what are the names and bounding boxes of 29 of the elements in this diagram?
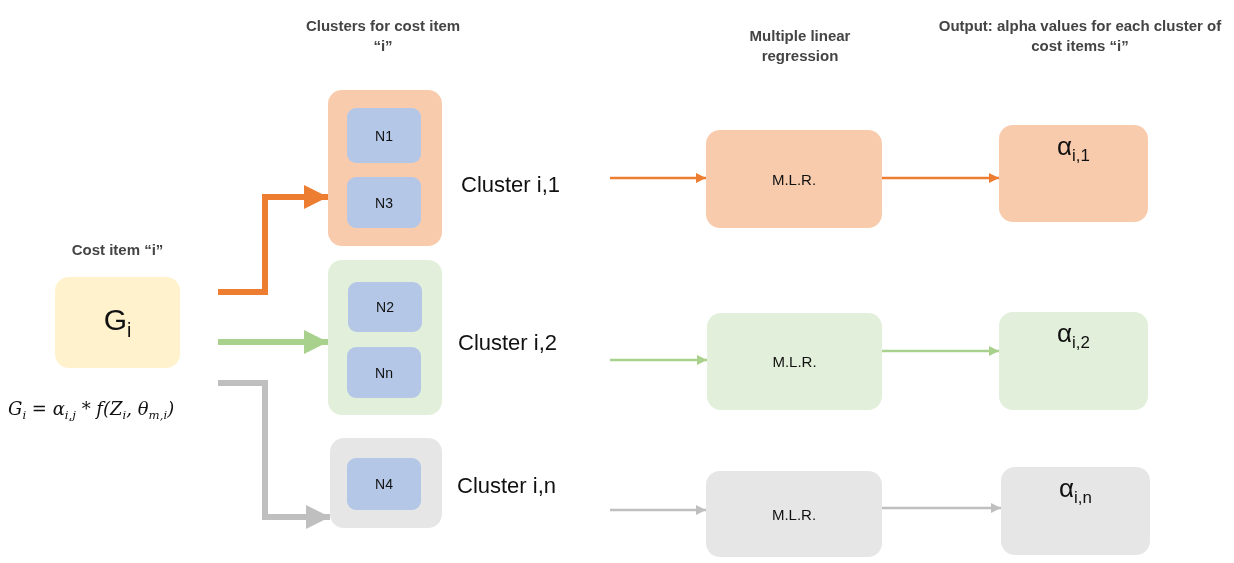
cluster-label: Cluster i,1 <box>461 172 561 198</box>
regression-box: M.L.R. <box>706 471 882 557</box>
column-heading: Multiple linear regression <box>748 26 852 66</box>
arrow <box>610 173 706 183</box>
arrow <box>882 503 1001 513</box>
column-heading: Output: alpha values for each cluster of cost items “i” <box>937 16 1223 56</box>
regression-box: M.L.R. <box>707 313 882 410</box>
cluster-label: Cluster i,n <box>457 473 557 499</box>
cluster-label: Cluster i,2 <box>458 330 558 356</box>
regression-box: M.L.R. <box>706 130 882 228</box>
member-box: N2 <box>348 282 422 332</box>
arrow <box>218 330 328 354</box>
column-heading: Clusters for cost item “i” <box>304 16 462 56</box>
output-box: α$_{i,1}$ <box>999 125 1148 222</box>
member-box: N1 <box>347 108 421 163</box>
member-box: Nn <box>347 347 421 398</box>
arrow <box>218 185 328 295</box>
process-box: G$_{i}$ <box>55 277 180 368</box>
formula: G$_{i}$ = α$_{i,j}$ * f(Z$_{i}$, θ$_{m,i}$) <box>8 398 175 423</box>
arrow <box>218 380 330 529</box>
column-heading: Cost item “i” <box>70 240 165 260</box>
arrow <box>610 505 706 515</box>
member-box: N3 <box>347 177 421 228</box>
output-box: α$_{i,2}$ <box>999 312 1148 410</box>
arrow <box>610 355 707 365</box>
arrow <box>882 346 999 356</box>
output-box: α$_{i,n}$ <box>1001 467 1150 555</box>
arrow <box>882 173 999 183</box>
member-box: N4 <box>347 458 421 510</box>
